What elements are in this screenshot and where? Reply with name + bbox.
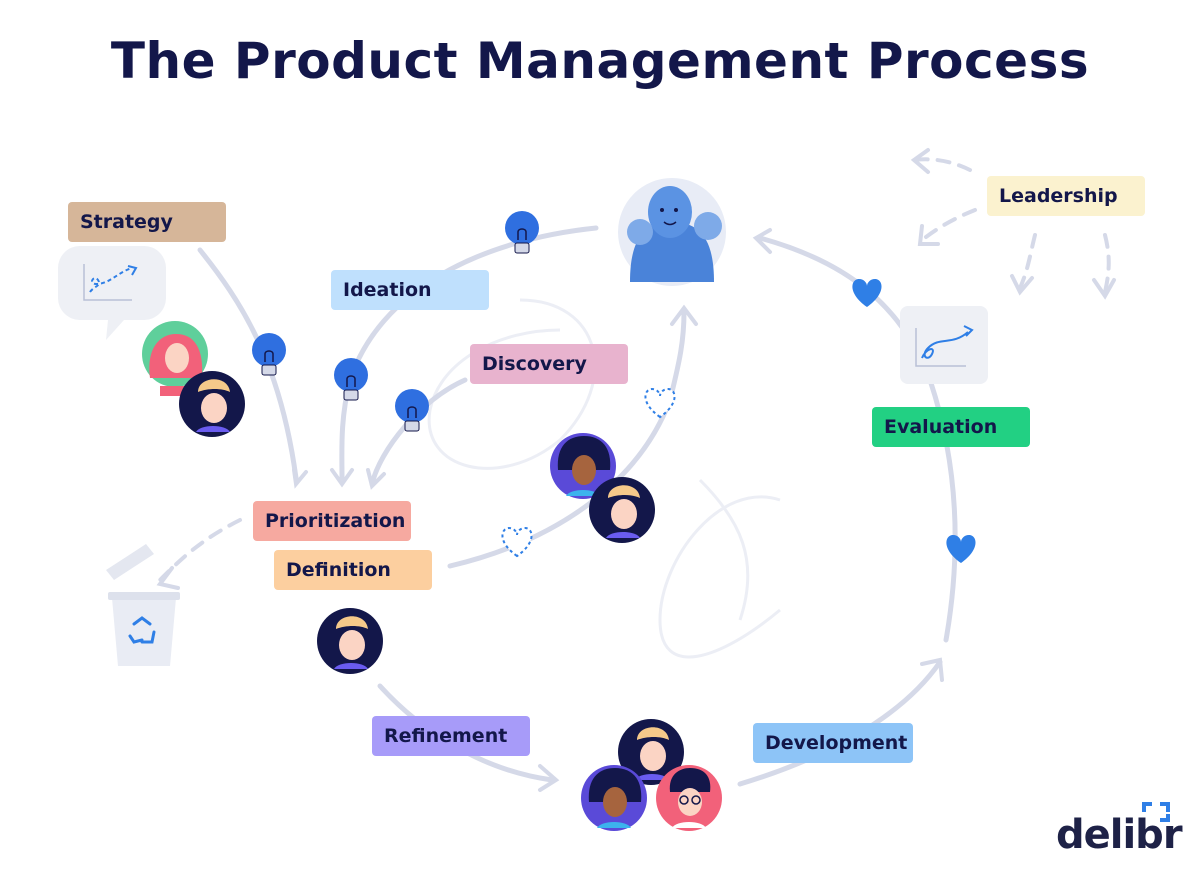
stage-discovery: Discovery bbox=[470, 344, 628, 384]
brand-mark-icon bbox=[1142, 802, 1170, 822]
stage-ideation: Ideation bbox=[331, 270, 489, 310]
stage-evaluation: Evaluation bbox=[872, 407, 1030, 447]
page-title: The Product Management Process bbox=[110, 32, 1090, 90]
evaluation-chart-card bbox=[900, 306, 988, 384]
heart-icon-1 bbox=[852, 279, 882, 307]
lightbulb-icon-3 bbox=[334, 358, 368, 401]
dashed-arrow-heads bbox=[156, 148, 1116, 590]
avatar-red-hair bbox=[142, 321, 208, 396]
stage-development: Development bbox=[753, 723, 913, 763]
avatar-dark-skin-2 bbox=[581, 765, 647, 831]
avatar-blonde-4 bbox=[618, 719, 684, 785]
recycle-bin-icon bbox=[106, 544, 180, 666]
stage-definition: Definition bbox=[274, 550, 432, 590]
dashed-heart-icon-2 bbox=[501, 526, 533, 558]
stage-prioritization: Prioritization bbox=[253, 501, 411, 541]
avatar-blonde-1 bbox=[179, 371, 245, 437]
avatar-blonde-2 bbox=[589, 477, 655, 543]
lightbulb-icon-1 bbox=[505, 211, 539, 254]
customers-illustration bbox=[618, 178, 726, 286]
stage-refinement: Refinement bbox=[372, 716, 530, 756]
dashed-arrows bbox=[158, 157, 1111, 582]
lightbulb-icon-2 bbox=[252, 333, 286, 376]
dashed-heart-icon-1 bbox=[644, 387, 676, 419]
stage-strategy: Strategy bbox=[68, 202, 226, 242]
heart-icon-2 bbox=[946, 535, 976, 563]
lightbulb-icon-4 bbox=[395, 389, 429, 432]
avatar-glasses bbox=[656, 765, 722, 831]
avatar-dark-skin-1 bbox=[550, 433, 616, 499]
strategy-speech-bubble bbox=[58, 246, 166, 340]
avatar-blonde-3 bbox=[317, 608, 383, 674]
stage-leadership: Leadership bbox=[987, 176, 1145, 216]
